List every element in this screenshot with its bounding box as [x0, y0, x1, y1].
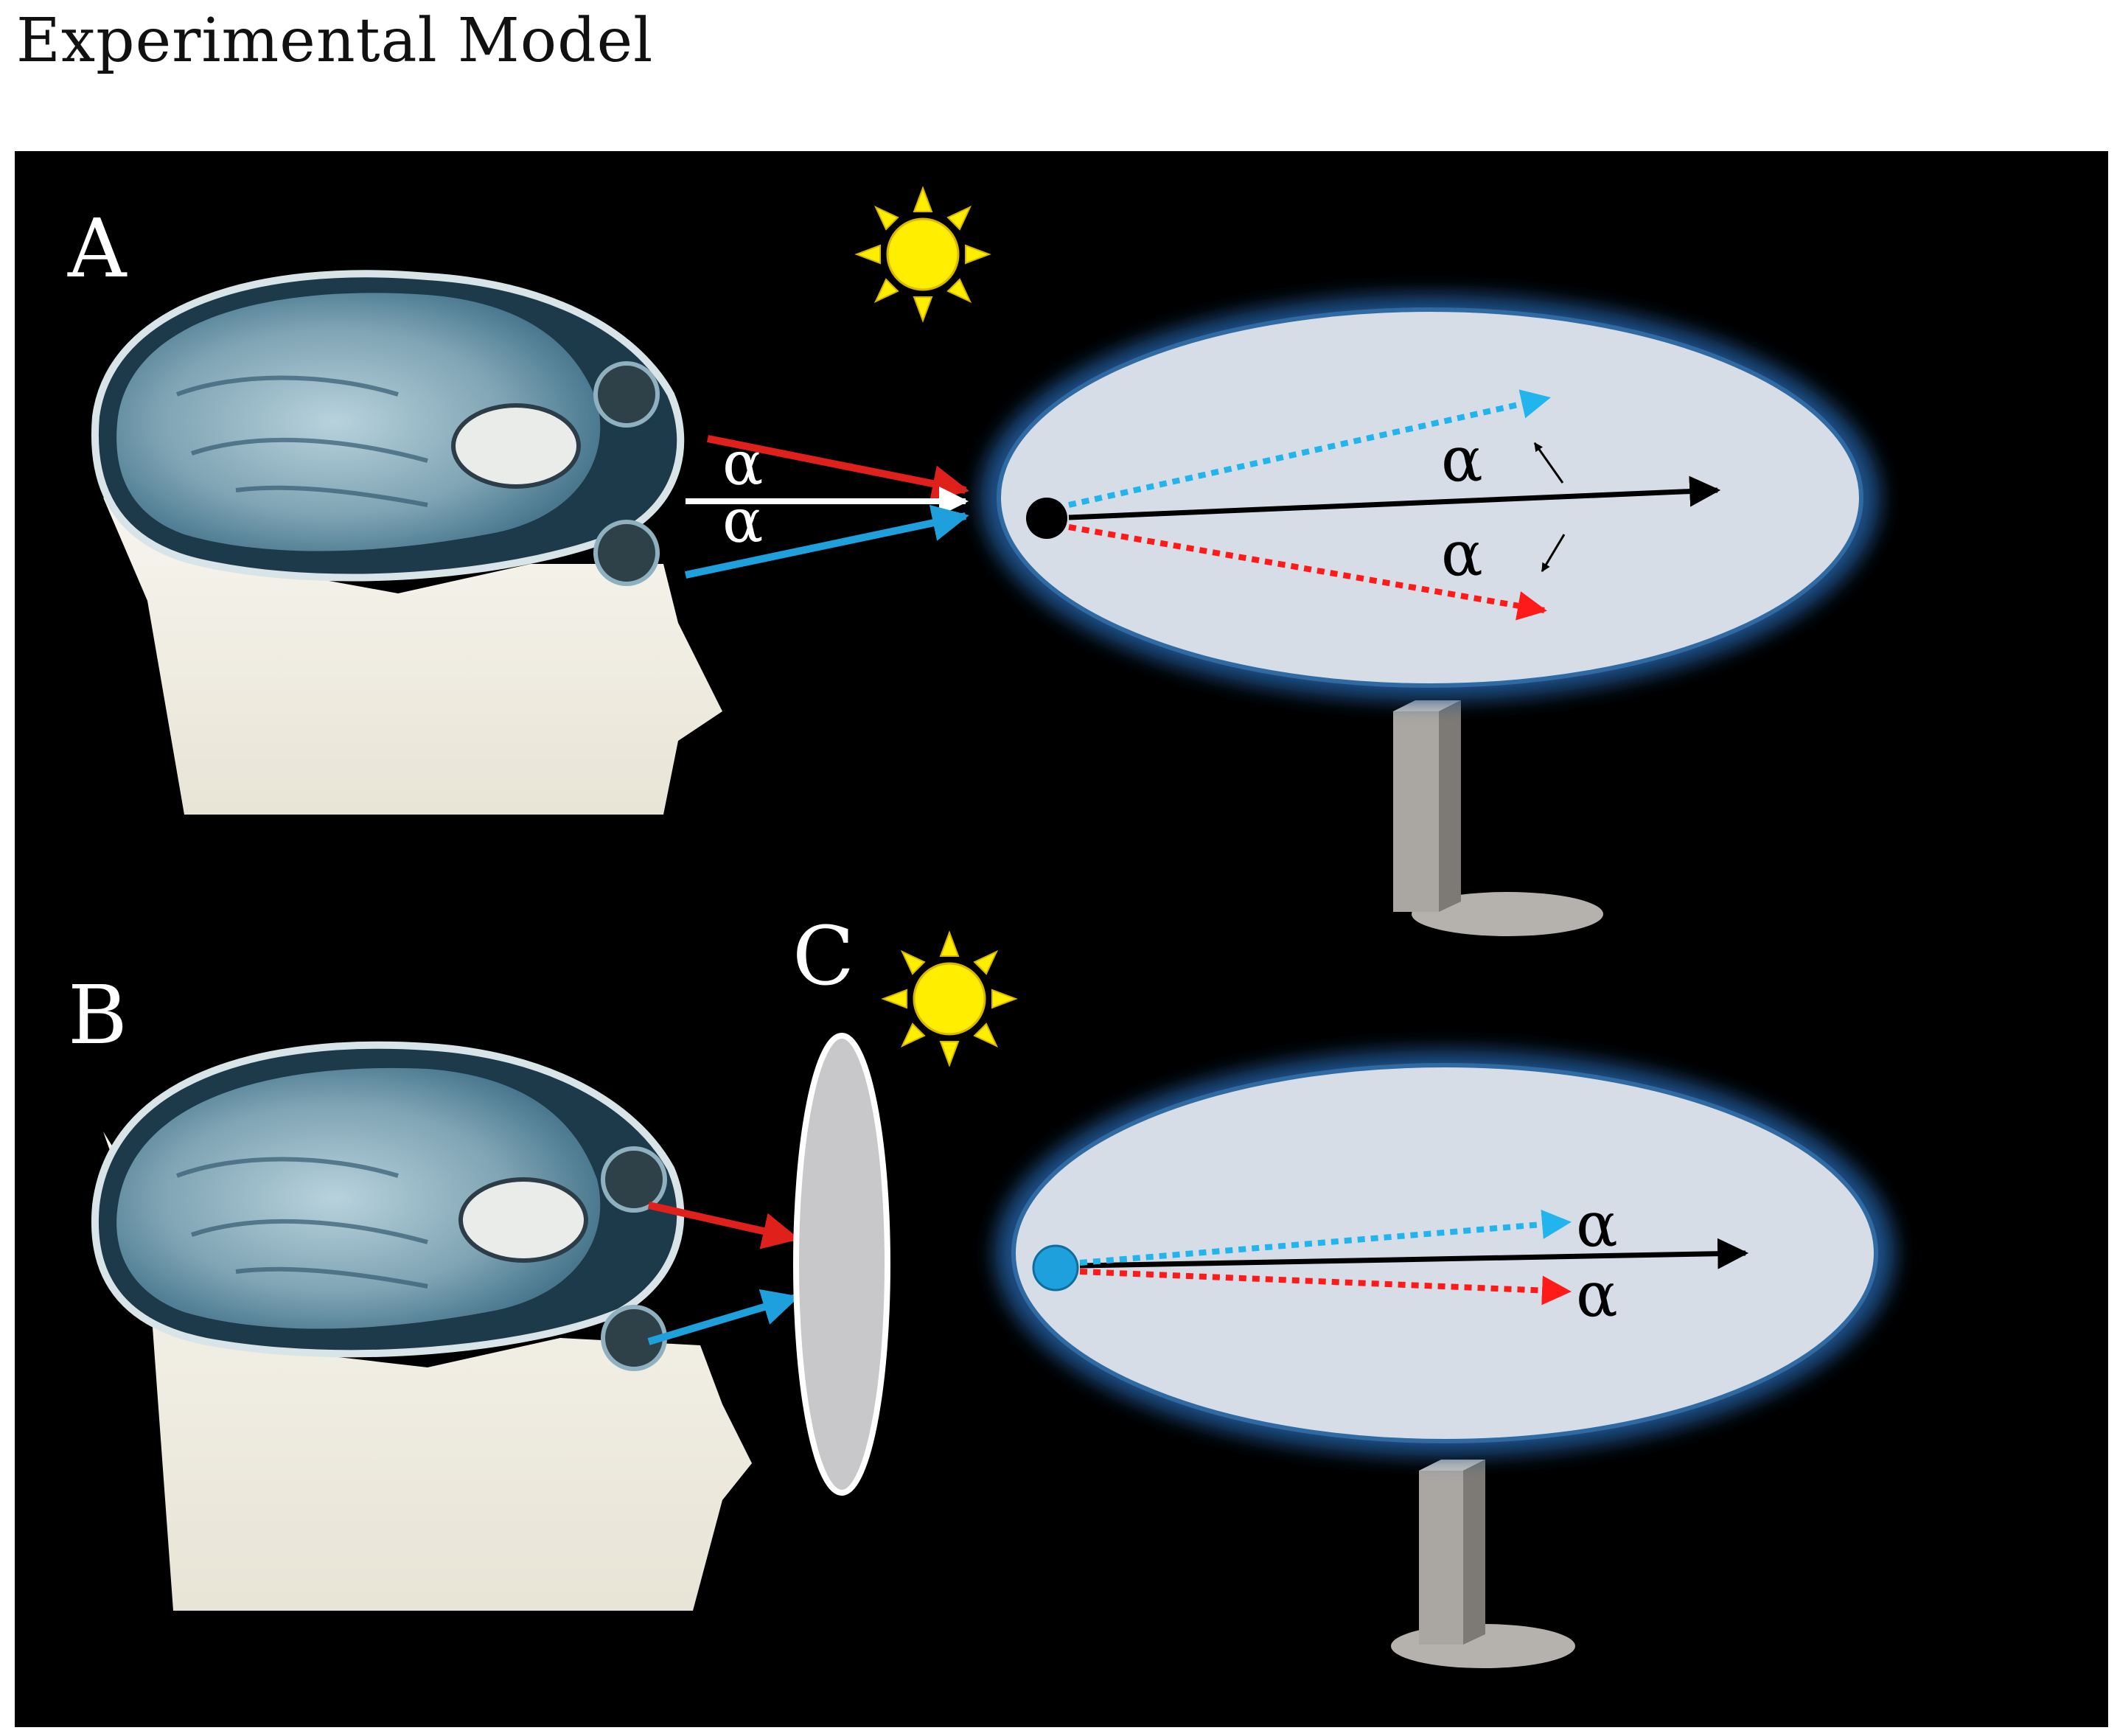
stand-b — [1391, 1460, 1575, 1668]
reference-line-a — [1068, 475, 1721, 520]
brain-a — [116, 293, 601, 551]
screen-b — [1011, 1063, 1878, 1443]
alpha-label-a-upper: α — [722, 429, 763, 499]
stand-a — [1393, 700, 1603, 936]
dotted-red-b — [1079, 1269, 1572, 1306]
fixation-dot-a — [1026, 498, 1067, 539]
neck-a — [103, 498, 722, 815]
head-model-a — [91, 270, 722, 815]
sun-icon-a — [854, 186, 991, 323]
sinus-b — [458, 1177, 588, 1263]
screen-a — [997, 307, 1863, 688]
dotted-red-a — [1068, 524, 1547, 621]
dotted-cyan-a — [1068, 389, 1551, 508]
alpha-label-b-upper: α — [1576, 1188, 1618, 1261]
panel-a-label: A — [67, 201, 128, 296]
sun-icon-b — [881, 930, 1018, 1067]
panel-c-label: C — [792, 909, 854, 1003]
experimental-figure: A α α α α B — [15, 151, 2108, 1727]
left-eye-a — [593, 361, 660, 428]
page-title: Experimental Model — [16, 6, 654, 76]
fixation-dot-b — [1032, 1244, 1079, 1291]
dotted-cyan-b — [1079, 1210, 1572, 1266]
reference-line-b — [1079, 1238, 1749, 1269]
panel-b-label: B — [68, 968, 128, 1062]
neck-b — [103, 1132, 752, 1611]
alpha-label-a-screen-upper: α — [1441, 423, 1483, 495]
right-eye-a — [593, 520, 660, 586]
ray-left-eye-b — [647, 1202, 800, 1249]
sinus-a — [451, 403, 581, 489]
left-eye-b — [601, 1146, 667, 1213]
occluder-c — [793, 1033, 890, 1496]
ray-right-eye-b — [647, 1289, 800, 1345]
head-model-b — [91, 1041, 752, 1611]
ray-right-eye-a — [684, 504, 969, 579]
alpha-label-a-screen-lower: α — [1441, 517, 1483, 590]
rotation-arrow-upper-a — [1533, 442, 1564, 484]
ray-left-eye-a — [707, 435, 969, 502]
alpha-label-b-lower: α — [1576, 1258, 1618, 1331]
rotation-arrow-lower-a — [1541, 534, 1566, 573]
alpha-label-a-lower: α — [722, 487, 763, 557]
brain-b — [116, 1067, 601, 1329]
